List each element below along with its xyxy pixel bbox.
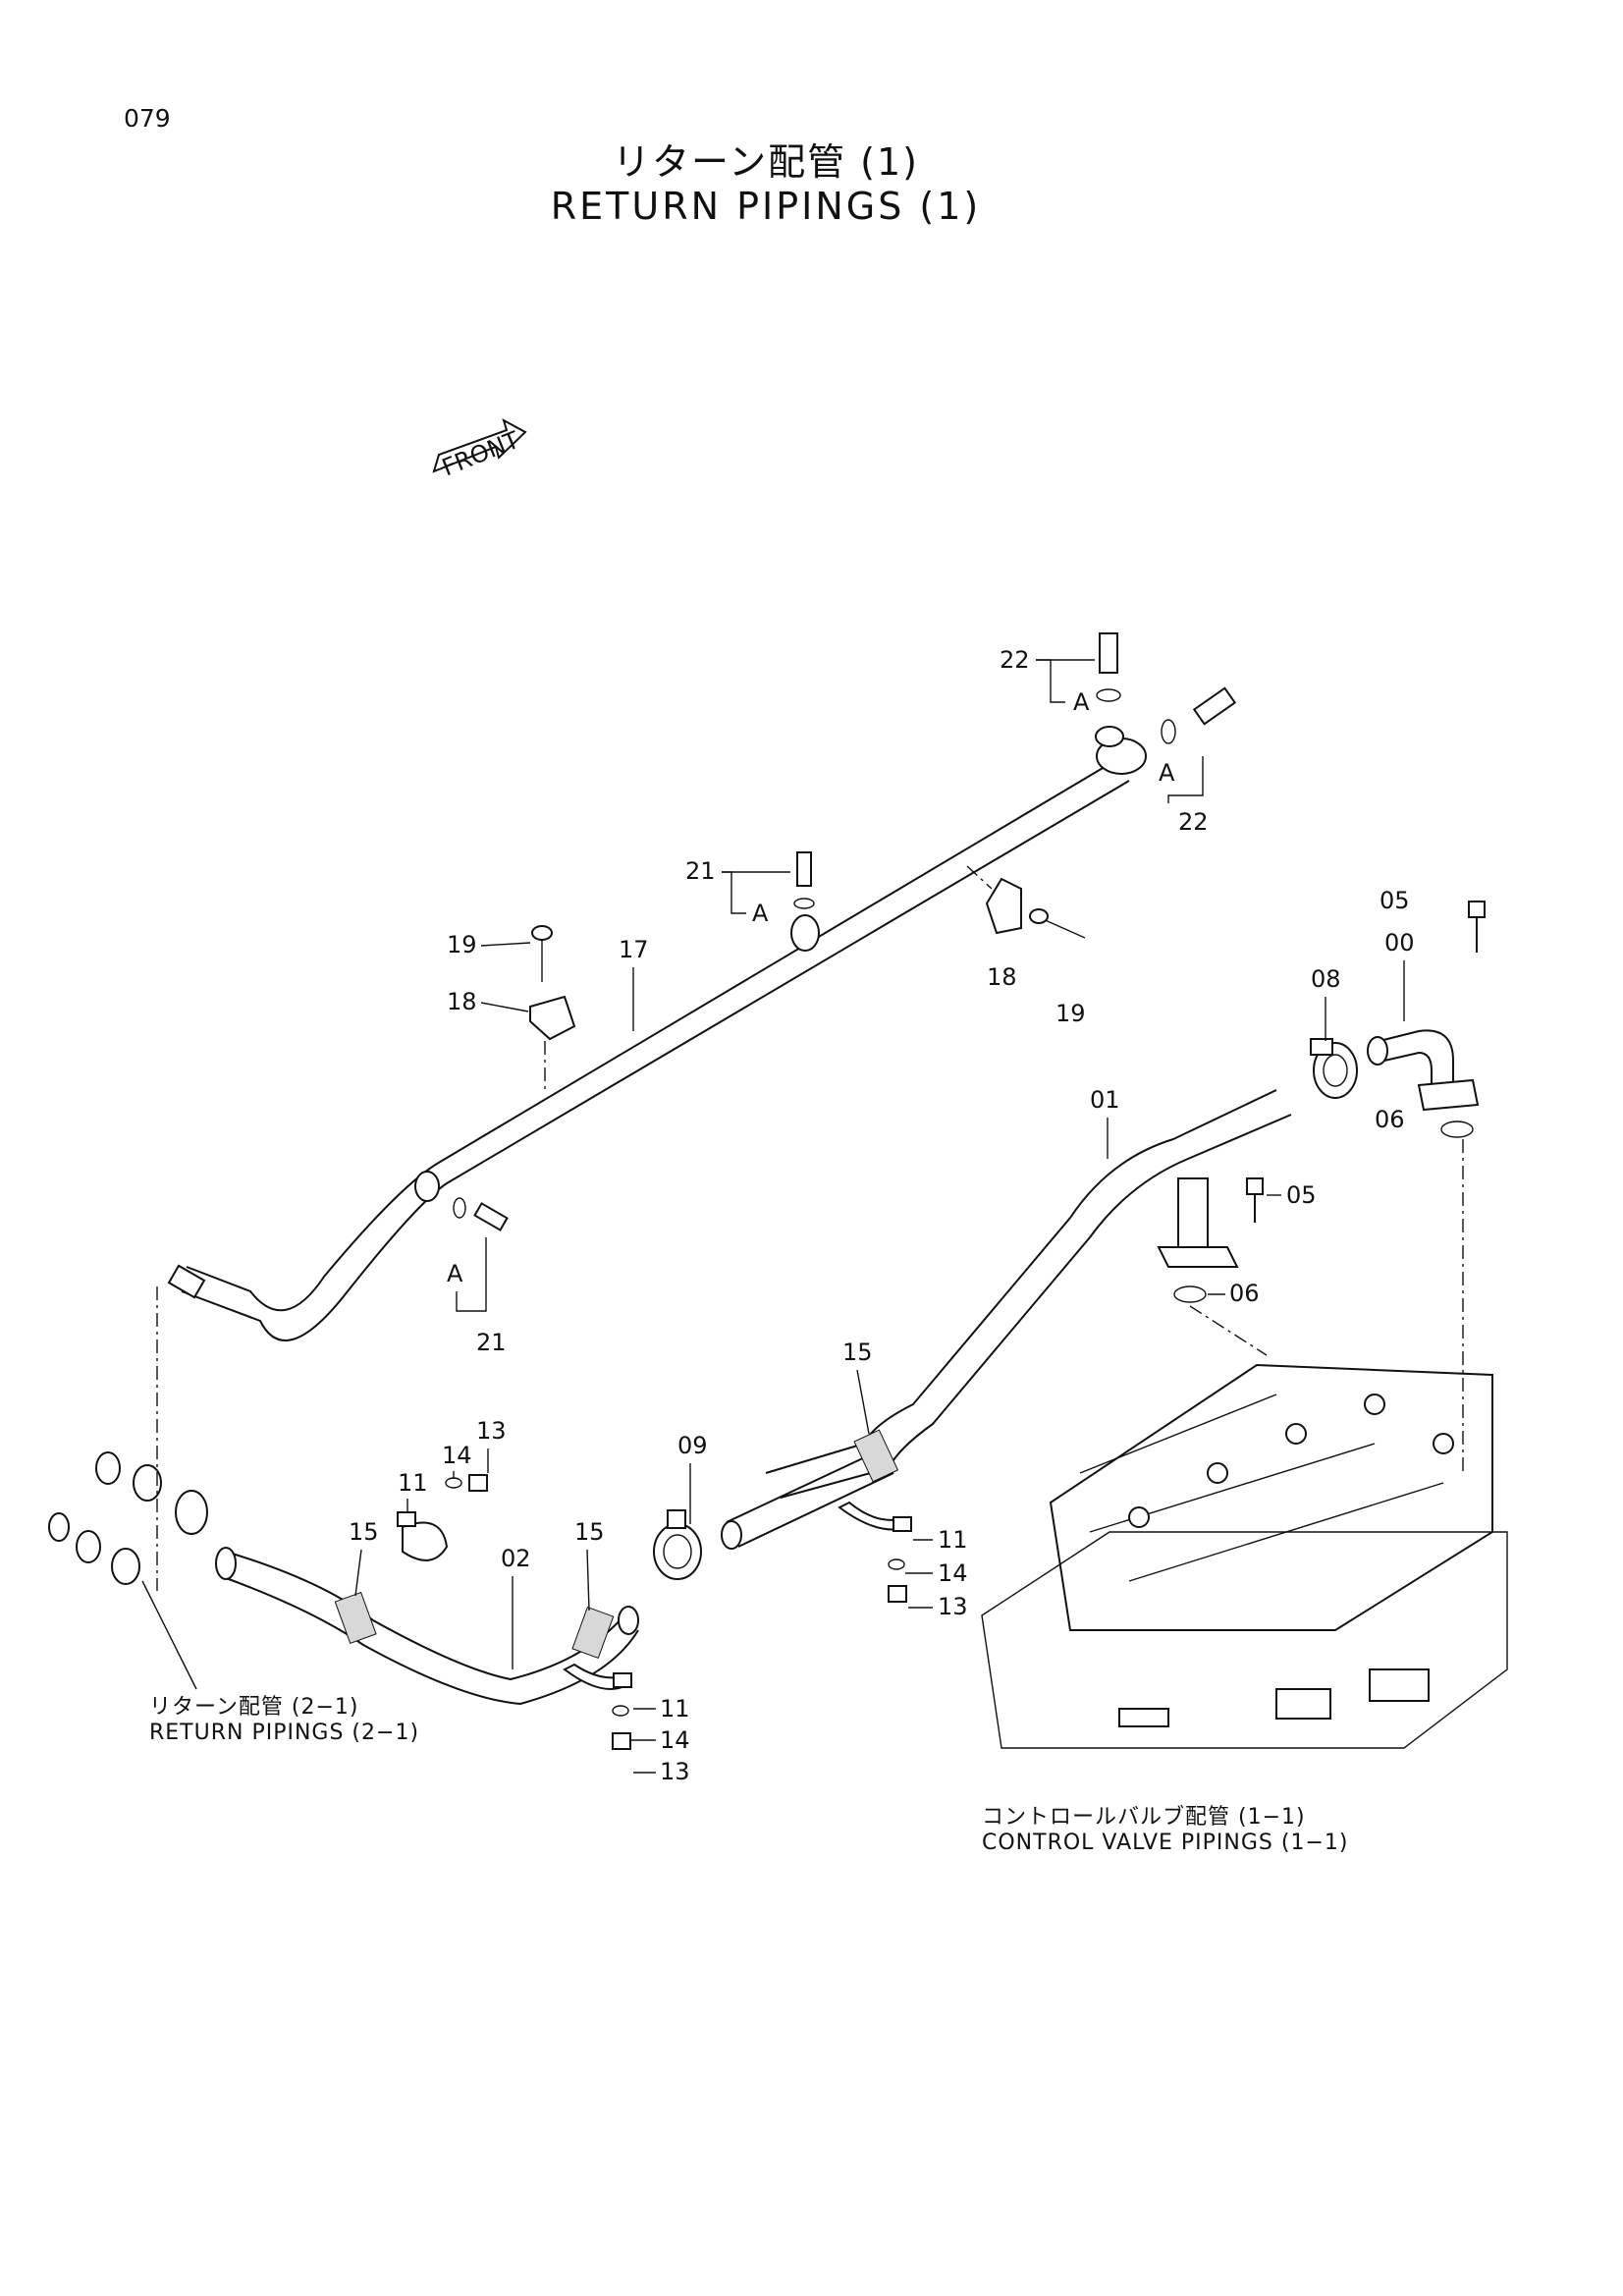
callout-a: A [752, 900, 769, 927]
callout-18: 18 [987, 963, 1017, 991]
ref-return-pipings-2-1: RETURN PIPINGS (2−1) [149, 1721, 420, 1745]
clamp-11-right [838, 1501, 912, 1603]
callout-05: 05 [1286, 1181, 1317, 1209]
callout-11: 11 [398, 1469, 428, 1497]
clamp-18-right [966, 865, 1086, 939]
callout-13: 13 [660, 1758, 690, 1785]
control-valve-assembly [981, 1363, 1508, 1749]
callout-11: 11 [938, 1526, 968, 1554]
callout-17: 17 [619, 936, 649, 963]
fitting-22-side [1161, 686, 1237, 744]
callout-09: 09 [677, 1432, 708, 1459]
callout-00: 00 [1384, 929, 1415, 957]
callout-14: 14 [442, 1442, 472, 1469]
callout-15: 15 [842, 1339, 873, 1366]
page-number: 079 [124, 104, 171, 133]
callout-06: 06 [1229, 1280, 1260, 1307]
callout-labels: 22 A 22 A 21 A 21 A 19 18 17 18 19 05 00 [349, 646, 1415, 1785]
elbow-00 [1367, 1029, 1480, 1112]
pipe-17 [167, 726, 1147, 1341]
bolt-05-lower [1246, 1177, 1264, 1223]
callout-19: 19 [1055, 1000, 1086, 1027]
page-title-japanese: リターン配管 (1) [612, 140, 919, 184]
clamp-08 [1310, 1038, 1358, 1099]
band-15-middle [571, 1606, 615, 1660]
clamp-18-left [529, 925, 576, 1090]
callout-a: A [1159, 759, 1175, 787]
front-arrow-icon: FRONT [432, 417, 527, 482]
callout-19: 19 [447, 931, 477, 958]
callout-01: 01 [1090, 1086, 1120, 1114]
pipe-01 [765, 1089, 1292, 1499]
callout-21: 21 [476, 1329, 507, 1356]
clamp-11-left [397, 1474, 488, 1561]
band-15-right [853, 1429, 899, 1483]
page-title: RETURN PIPINGS (1) [550, 185, 982, 228]
o-ring-06-upper [1440, 1121, 1474, 1138]
fitting-21-top [793, 851, 815, 909]
callout-13: 13 [476, 1417, 507, 1445]
callout-11: 11 [660, 1695, 690, 1722]
callout-15: 15 [574, 1518, 605, 1546]
ref-control-valve-pipings: CONTROL VALVE PIPINGS (1−1) [982, 1831, 1349, 1855]
o-ring-06-lower [1173, 1285, 1207, 1303]
callout-14: 14 [938, 1559, 968, 1587]
callout-05: 05 [1380, 887, 1410, 914]
hose-clamps-left [48, 1286, 208, 1690]
callout-22: 22 [1000, 646, 1030, 674]
callout-15: 15 [349, 1518, 379, 1546]
callout-a: A [447, 1260, 463, 1287]
callout-18: 18 [447, 988, 477, 1015]
svg-text:FRONT: FRONT [438, 426, 523, 482]
fitting-22-top [1096, 632, 1121, 702]
callout-08: 08 [1311, 965, 1341, 993]
callout-06: 06 [1375, 1106, 1405, 1133]
ref-control-valve-pipings-jp: コントロールバルブ配管 (1−1) [982, 1805, 1306, 1830]
callout-22: 22 [1178, 808, 1209, 836]
callout-02: 02 [501, 1545, 531, 1572]
bolt-05-upper [1468, 901, 1486, 953]
pipe-02 [215, 1547, 639, 1706]
clamp-11-center [563, 1663, 632, 1750]
hose-09 [653, 1448, 894, 1580]
ref-return-pipings-2-1-jp: リターン配管 (2−1) [149, 1695, 359, 1720]
callout-13: 13 [938, 1593, 968, 1620]
callout-a: A [1073, 688, 1090, 716]
callout-14: 14 [660, 1726, 690, 1754]
leader-dash [1189, 1305, 1268, 1356]
fitting-21-lower [453, 1197, 509, 1231]
callout-21: 21 [685, 857, 716, 885]
band-15-left [334, 1591, 377, 1645]
